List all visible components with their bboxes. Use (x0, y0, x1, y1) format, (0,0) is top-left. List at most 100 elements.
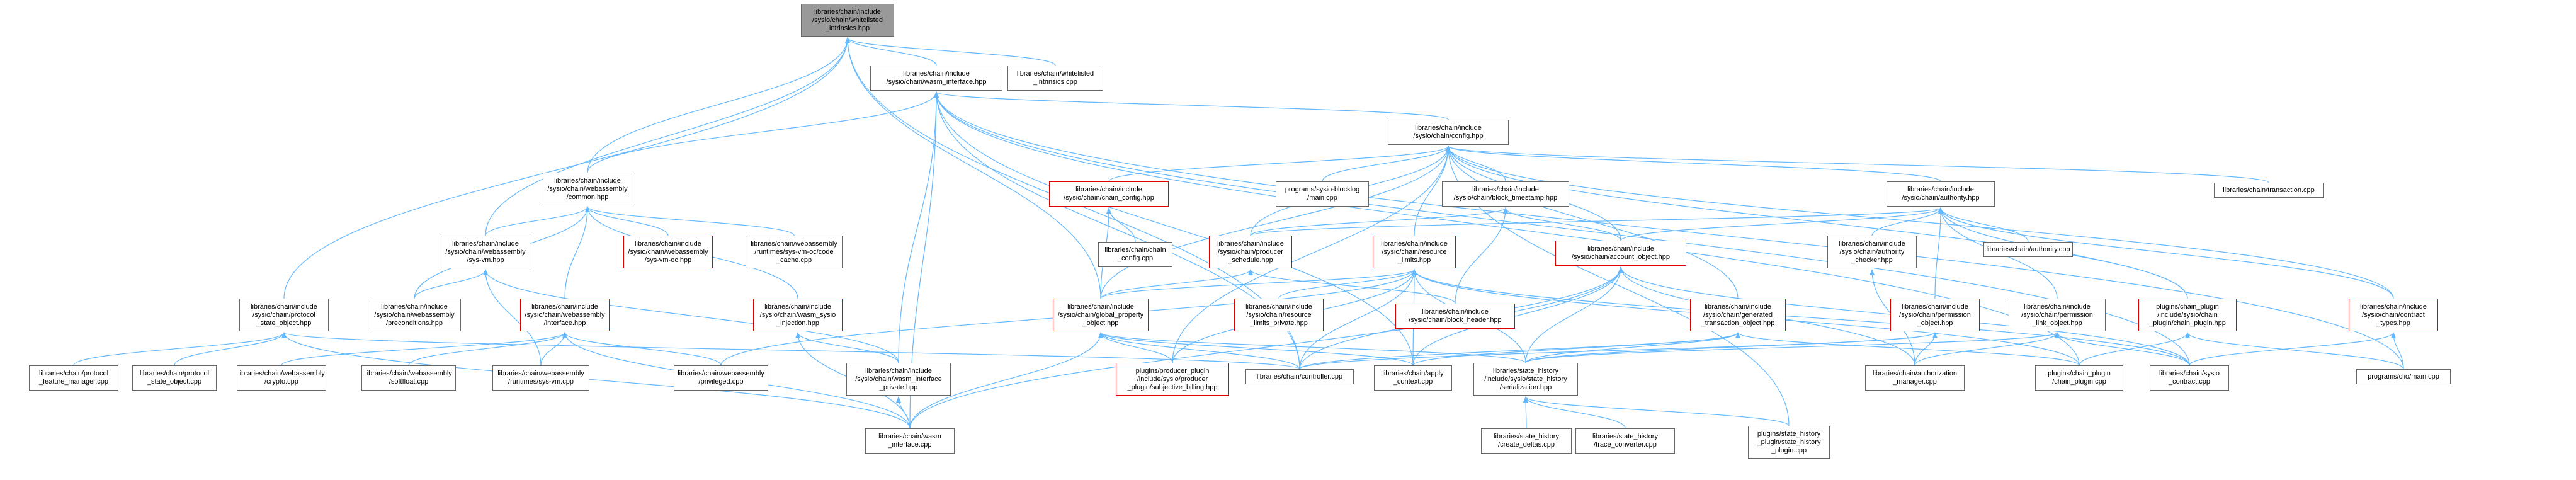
edge-serialization-to-permission-link (1525, 332, 2060, 363)
node-serialization[interactable]: libraries/state_history/include/sysio/st… (1473, 363, 1578, 396)
node-controller-cpp[interactable]: libraries/chain/controller.cpp (1245, 369, 1354, 384)
node-label-line: /preconditions.hpp (386, 319, 443, 327)
node-trace-converter[interactable]: libraries/state_history/trace_converter.… (1575, 428, 1675, 454)
node-feature-manager[interactable]: libraries/chain/protocol_feature_manager… (29, 365, 118, 391)
node-label-line: libraries/chain/include (531, 302, 598, 311)
node-subjective-billing[interactable]: plugins/producer_plugin/include/sysio/pr… (1116, 363, 1229, 396)
node-label-line: libraries/chain/include (814, 8, 881, 16)
edge-controller-cpp-to-global-property (1098, 332, 1300, 370)
node-label-line: /sysio/chain/global_property (1057, 311, 1144, 319)
edge-sys-vm-hpp-to-root (485, 37, 850, 236)
edge-wasm-interface-cpp-to-protocol-state-object (281, 332, 911, 429)
node-sys-vm-hpp[interactable]: libraries/chain/include/sysio/chain/weba… (441, 236, 530, 268)
node-authority[interactable]: libraries/chain/include/sysio/chain/auth… (1887, 181, 1995, 207)
node-preconditions[interactable]: libraries/chain/include/sysio/chain/weba… (368, 299, 461, 331)
node-label-line: _link_object.hpp (2032, 319, 2082, 327)
node-permission-object[interactable]: libraries/chain/include/sysio/chain/perm… (1890, 299, 1980, 331)
node-label-line: libraries/chain/protocol (38, 370, 109, 377)
edge-subjective-billing-to-global-property (1098, 332, 1173, 363)
node-label-line: /sysio/chain/contract (2362, 311, 2425, 319)
node-crypto-cpp[interactable]: libraries/chain/webassembly/crypto.cpp (237, 365, 326, 391)
edge-apply-context-to-account-object (1412, 266, 1623, 366)
node-block-timestamp[interactable]: libraries/chain/include/sysio/chain/bloc… (1442, 181, 1569, 207)
node-wasm-interface-private[interactable]: libraries/chain/include/sysio/chain/wasm… (846, 363, 951, 396)
node-resource-limits[interactable]: libraries/chain/include/sysio/chain/reso… (1373, 236, 1456, 268)
edge-sysio-contract-to-resource-limits (1412, 269, 2190, 366)
node-label-line: /runtimes/sys-vm.cpp (508, 378, 574, 386)
node-label-line: libraries/chain/chain (1104, 246, 1166, 254)
node-account-object[interactable]: libraries/chain/include/sysio/chain/acco… (1555, 241, 1686, 266)
edge-state-history-plugin-to-serialization (1523, 396, 1790, 426)
node-label-line: _state_object.hpp (256, 319, 312, 327)
edge-authority-checker-to-authority (1871, 207, 1943, 236)
node-create-deltas[interactable]: libraries/state_history/create_deltas.cp… (1481, 428, 1572, 454)
edge-controller-cpp-to-protocol-state-object (281, 332, 1300, 370)
node-label-line: libraries/chain/include (452, 239, 519, 248)
node-wasm-interface[interactable]: libraries/chain/include/sysio/chain/wasm… (870, 66, 1002, 91)
node-label-line: /include/sysio/producer (1137, 375, 1208, 383)
node-generated-transaction[interactable]: libraries/chain/include/sysio/chain/gene… (1690, 299, 1786, 331)
edge-generated-transaction-to-config (1446, 146, 1739, 299)
node-authority-checker[interactable]: libraries/chain/include/sysio/chain/auth… (1827, 236, 1917, 268)
node-permission-link[interactable]: libraries/chain/include/sysio/chain/perm… (2009, 299, 2106, 331)
node-global-property[interactable]: libraries/chain/include/sysio/chain/glob… (1053, 299, 1149, 331)
node-sysio-contract[interactable]: libraries/chain/sysio_contract.cpp (2150, 365, 2229, 391)
edge-authorization-manager-to-permission-link (1914, 332, 2060, 366)
node-authority-cpp[interactable]: libraries/chain/authority.cpp (1983, 242, 2073, 257)
node-producer-schedule[interactable]: libraries/chain/include/sysio/chain/prod… (1209, 236, 1292, 268)
node-config[interactable]: libraries/chain/include/sysio/chain/conf… (1388, 120, 1509, 145)
edge-producer-schedule-to-block-timestamp (1250, 207, 1508, 236)
node-label-line: /create_deltas.cpp (1498, 441, 1555, 449)
edge-wasm-interface-cpp-to-wasm-interface-private (896, 396, 911, 429)
node-wasm-sysio-injection[interactable]: libraries/chain/include/sysio/chain/wasm… (753, 299, 843, 331)
edge-preconditions-to-sys-vm-hpp (414, 269, 488, 299)
node-label-line: /sysio/chain/webassembly (525, 311, 605, 319)
node-label-line: libraries/chain/webassembly (238, 370, 325, 377)
node-blocklog-main[interactable]: programs/sysio-blocklog/main.cpp (1276, 181, 1369, 207)
node-authorization-manager[interactable]: libraries/chain/authorization_manager.cp… (1865, 365, 1965, 391)
edge-permission-object-to-authority (1934, 207, 1943, 299)
node-whitelisted-cpp[interactable]: libraries/chain/whitelisted_intrinsics.c… (1007, 66, 1103, 91)
node-chain-plugin-cpp[interactable]: plugins/chain_plugin/chain_plugin.cpp (2035, 365, 2123, 391)
node-wasm-interface-cpp[interactable]: libraries/chain/wasm_interface.cpp (865, 428, 955, 454)
node-clio-main[interactable]: programs/clio/main.cpp (2356, 369, 2451, 384)
node-chain-config-cpp[interactable]: libraries/chain/chain_config.cpp (1098, 242, 1172, 267)
node-block-header[interactable]: libraries/chain/include/sysio/chain/bloc… (1395, 304, 1515, 329)
node-sys-vm-oc[interactable]: libraries/chain/include/sysio/chain/weba… (623, 236, 713, 268)
node-runtimes-sys-vm[interactable]: libraries/chain/webassembly/runtimes/sys… (492, 365, 589, 391)
node-label-line: _transaction_object.hpp (1701, 319, 1775, 327)
edge-feature-manager-to-protocol-state-object (73, 332, 287, 366)
edge-subjective-billing-to-config (1172, 146, 1451, 363)
node-softfloat-cpp[interactable]: libraries/chain/webassembly/softfloat.cp… (361, 365, 456, 391)
node-state-history-plugin[interactable]: plugins/state_history_plugin/state_histo… (1748, 426, 1830, 459)
node-protocol-state-cpp[interactable]: libraries/chain/protocol_state_object.cp… (132, 365, 217, 391)
node-chain-config[interactable]: libraries/chain/include/sysio/chain/chai… (1049, 181, 1169, 207)
node-label-line: _feature_manager.cpp (38, 378, 109, 386)
node-label-line: _injection.hpp (776, 319, 819, 327)
node-privileged-cpp[interactable]: libraries/chain/webassembly/privileged.c… (674, 365, 768, 391)
node-code-cache[interactable]: libraries/chain/webassembly/runtimes/sys… (746, 236, 843, 268)
node-apply-context[interactable]: libraries/chain/apply_context.cpp (1374, 365, 1452, 391)
node-label-line: libraries/chain/include (1381, 239, 1448, 248)
node-wasm-interface-hpp[interactable]: libraries/chain/include/sysio/chain/weba… (520, 299, 610, 331)
node-label-line: /sysio/chain/authority.hpp (1902, 194, 1980, 202)
node-label-line: /sysio/chain/permission (1899, 311, 1971, 319)
edge-block-header-to-block-timestamp (1455, 207, 1508, 304)
node-label-line: /runtimes/sys-vm-oc/code (754, 248, 834, 256)
node-label-line: /chain_plugin.cpp (2052, 378, 2106, 386)
node-transaction-cpp[interactable]: libraries/chain/transaction.cpp (2214, 183, 2324, 198)
node-label-line: /sysio/chain/generated (1703, 311, 1773, 319)
node-wasm-common[interactable]: libraries/chain/include/sysio/chain/weba… (543, 173, 632, 205)
edge-config-to-wasm-interface (934, 91, 1449, 120)
node-root: libraries/chain/include/sysio/chain/whit… (801, 4, 894, 37)
node-contract-types[interactable]: libraries/chain/include/sysio/chain/cont… (2349, 299, 2438, 331)
node-label-line: _plugin/chain_plugin.hpp (2149, 319, 2226, 327)
edge-account-object-to-block-timestamp (1503, 207, 1621, 241)
node-label-line: libraries/chain/webassembly (497, 370, 584, 377)
node-protocol-state-object[interactable]: libraries/chain/include/sysio/chain/prot… (239, 299, 329, 331)
node-chain-plugin-hpp[interactable]: plugins/chain_plugin/include/sysio/chain… (2138, 299, 2237, 331)
edge-clio-main-to-chain-plugin-hpp (2185, 332, 2404, 370)
node-resource-limits-private[interactable]: libraries/chain/include/sysio/chain/reso… (1234, 299, 1324, 331)
node-label-line: libraries/chain/include (764, 302, 831, 311)
